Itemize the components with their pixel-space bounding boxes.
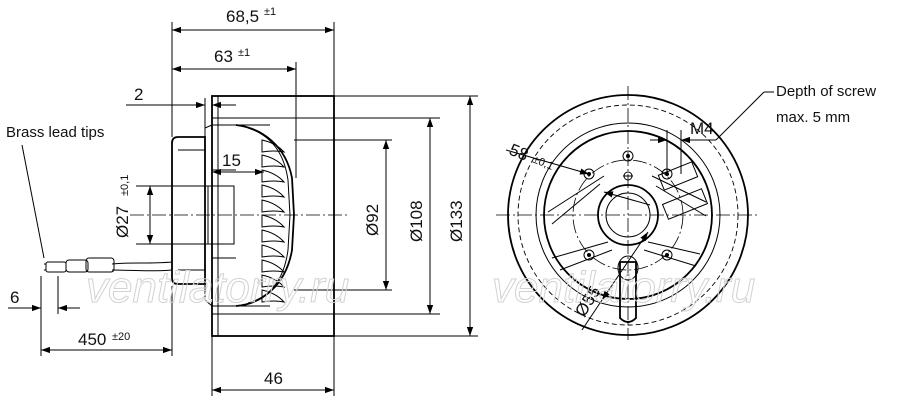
dim-flange-gap: 2 (134, 85, 143, 104)
lead-wires (44, 257, 173, 273)
dim-overall-length: 68,5 (226, 7, 259, 26)
watermark-left: ventilatorry.ru (86, 263, 349, 312)
dim-shaft-diameter-tol: ±0,1 (119, 175, 131, 196)
dim-overall-length-tol: ±1 (264, 6, 276, 18)
dim-body-length: 63 (214, 47, 233, 66)
dimension-lines (8, 26, 474, 394)
dim-shaft-diameter: Ø27 (113, 206, 132, 238)
dim-diameter-92: Ø92 (363, 204, 382, 236)
note-screw-depth-line1: Depth of screw (776, 83, 876, 100)
front-dimension-lines (505, 91, 774, 331)
impeller-blade (261, 184, 286, 198)
impeller-blade (261, 229, 286, 243)
impeller-blade (261, 214, 286, 228)
dim-wheel-width: 46 (264, 369, 283, 388)
dim-diameter-133: Ø133 (447, 200, 466, 242)
motor-stub (171, 124, 213, 307)
spokes (547, 161, 709, 271)
dim-body-length-tol: ±1 (238, 47, 250, 59)
dim-lead-length: 450 (78, 330, 106, 349)
side-view: 68,5 ±1 63 ±1 2 15 Ø27 ±0,1 Ø92 Ø108 Ø13… (6, 6, 478, 396)
impeller-blade (261, 169, 286, 183)
dim-lead-length-tol: ±20 (112, 331, 130, 343)
dim-bolt-circle: 58 (507, 140, 532, 165)
impeller-blade (261, 199, 286, 213)
watermark-right: ventilatorry.ru (492, 263, 755, 312)
impeller-blade (261, 139, 286, 153)
note-screw-depth-line2: max. 5 mm (776, 109, 850, 126)
dim-hub-inset: 15 (222, 151, 241, 170)
dim-diameter-108: Ø108 (407, 200, 426, 242)
dim-bolt-circle-tol: ±0,1 (531, 154, 555, 173)
impeller-blade (261, 259, 286, 273)
impeller-blades (261, 139, 286, 303)
impeller-blade (261, 244, 286, 258)
dim-lead-end: 6 (10, 288, 19, 307)
impeller-blade (261, 274, 286, 288)
label-brass-lead-tips: Brass lead tips (6, 124, 104, 141)
impeller-blade (261, 289, 286, 303)
label-thread-m4: M4 (690, 119, 714, 138)
impeller-blade (261, 154, 286, 168)
